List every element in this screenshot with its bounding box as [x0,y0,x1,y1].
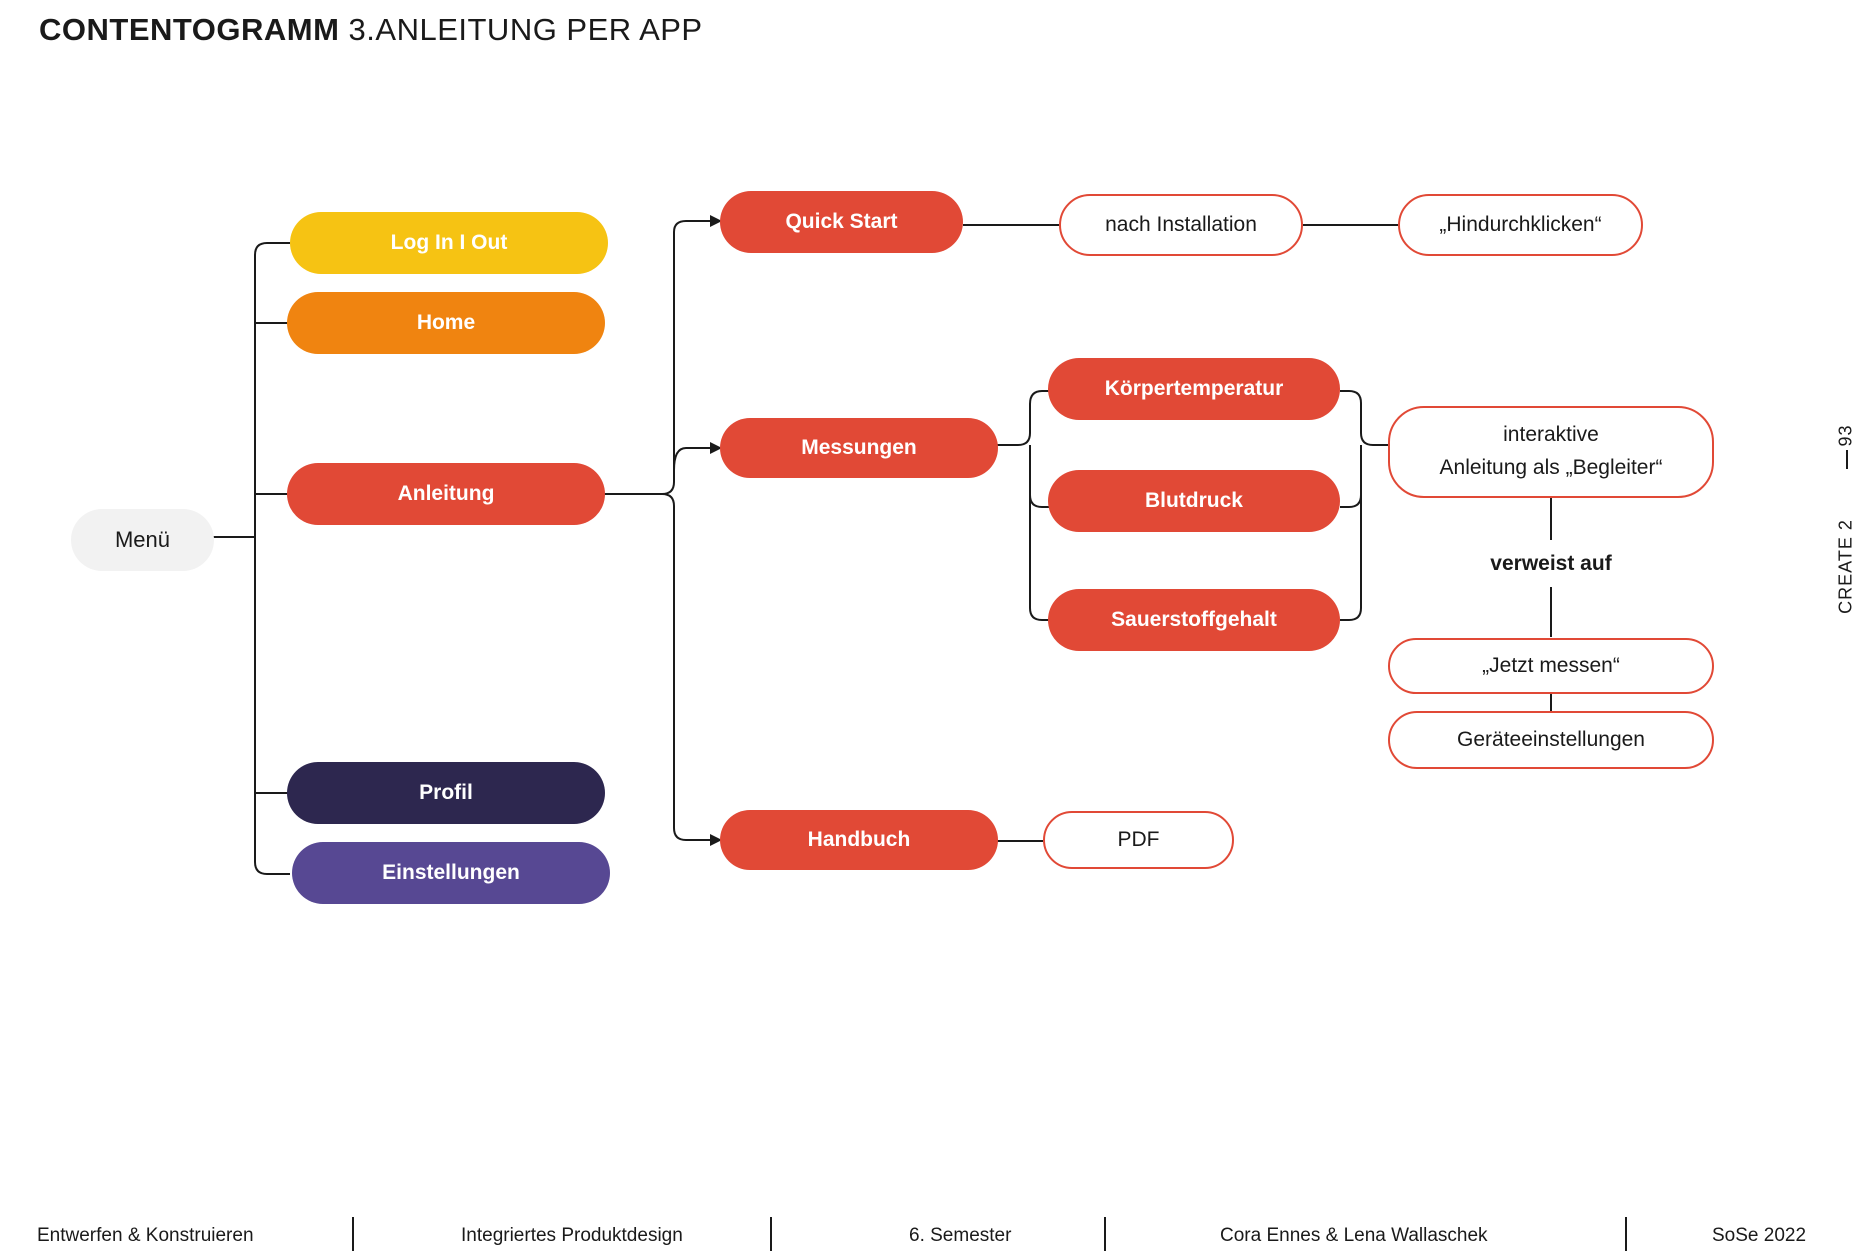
side-rule [1846,450,1848,469]
footer-semester: 6. Semester [909,1225,1012,1246]
menu-item-anleitung-label: Anleitung [397,481,495,505]
bracket-right-mid [1340,445,1362,508]
node-interaktive-anleitung[interactable]: interaktive Anleitung als „Begleiter“ [1388,406,1714,498]
menu-item-anleitung[interactable]: Anleitung [287,463,605,525]
menu-root[interactable]: Menü [71,509,214,571]
footer-term: SoSe 2022 [1712,1225,1807,1246]
node-handbuch[interactable]: Handbuch [720,810,998,870]
menu-item-home-label: Home [416,310,476,334]
relation-label: verweist auf [1490,552,1612,575]
edge-to-quickstart [661,215,722,495]
footer-course: Entwerfen & Konstruieren [37,1225,254,1246]
menu-spine [254,242,290,875]
node-jetzt-messen[interactable]: „Jetzt messen“ [1388,638,1714,694]
footer-separator [770,1217,772,1251]
page-title: CONTENTOGRAMM 3.ANLEITUNG PER APP [39,12,703,48]
node-messungen-label: Messungen [801,435,917,459]
footer-separator [352,1217,354,1251]
menu-item-login[interactable]: Log In I Out [290,212,608,274]
bracket-right-low [1340,495,1362,621]
title-main: CONTENTOGRAMM [39,12,340,47]
node-blutdruck-label: Blutdruck [1144,488,1243,512]
node-sauerstoffgehalt[interactable]: Sauerstoffgehalt [1048,589,1340,651]
node-guide-line1: interaktive [1503,423,1599,447]
footer-authors: Cora Ennes & Lena Wallaschek [1220,1225,1488,1246]
bracket-right-top [1340,390,1388,446]
node-messungen[interactable]: Messungen [720,418,998,478]
node-geraeteeinstellungen-label: Geräteeinstellungen [1457,727,1645,751]
node-blutdruck[interactable]: Blutdruck [1048,470,1340,532]
node-hindurchklicken[interactable]: „Hindurchklicken“ [1398,194,1643,256]
node-quick-start-label: Quick Start [785,209,898,233]
side-section-label: CREATE 2 [1835,519,1856,614]
node-handbuch-label: Handbuch [807,827,911,851]
node-koerpertemperatur-label: Körpertemperatur [1104,376,1284,400]
node-sauerstoffgehalt-label: Sauerstoffgehalt [1111,607,1277,631]
node-nach-installation[interactable]: nach Installation [1059,194,1303,256]
menu-item-home[interactable]: Home [287,292,605,354]
menu-item-profil[interactable]: Profil [287,762,605,824]
node-hindurchklicken-label: „Hindurchklicken“ [1439,212,1602,236]
node-quick-start[interactable]: Quick Start [720,191,963,253]
footer-program: Integriertes Produktdesign [461,1225,683,1246]
node-nach-installation-label: nach Installation [1105,212,1257,236]
menu-item-profil-label: Profil [419,780,473,804]
edge-to-handbuch [661,493,722,846]
bracket-mess-low [1029,495,1050,621]
node-pdf[interactable]: PDF [1043,811,1234,869]
node-geraeteeinstellungen[interactable]: Geräteeinstellungen [1388,711,1714,769]
footer-separator [1625,1217,1627,1251]
title-sub: 3.ANLEITUNG PER APP [348,12,703,47]
menu-root-label: Menü [114,526,171,552]
node-pdf-label: PDF [1117,827,1160,851]
edge-mess-bracket [997,390,1050,446]
node-guide-line2: Anleitung als „Begleiter“ [1439,456,1663,479]
menu-item-einstellungen-label: Einstellungen [382,860,520,884]
node-koerpertemperatur[interactable]: Körpertemperatur [1048,358,1340,420]
menu-item-einstellungen[interactable]: Einstellungen [292,842,610,904]
menu-item-login-label: Log In I Out [390,230,508,254]
node-jetzt-messen-label: „Jetzt messen“ [1482,653,1620,677]
footer-separator [1104,1217,1106,1251]
edge-to-messungen [673,442,722,471]
bracket-mess-mid [1029,445,1050,508]
